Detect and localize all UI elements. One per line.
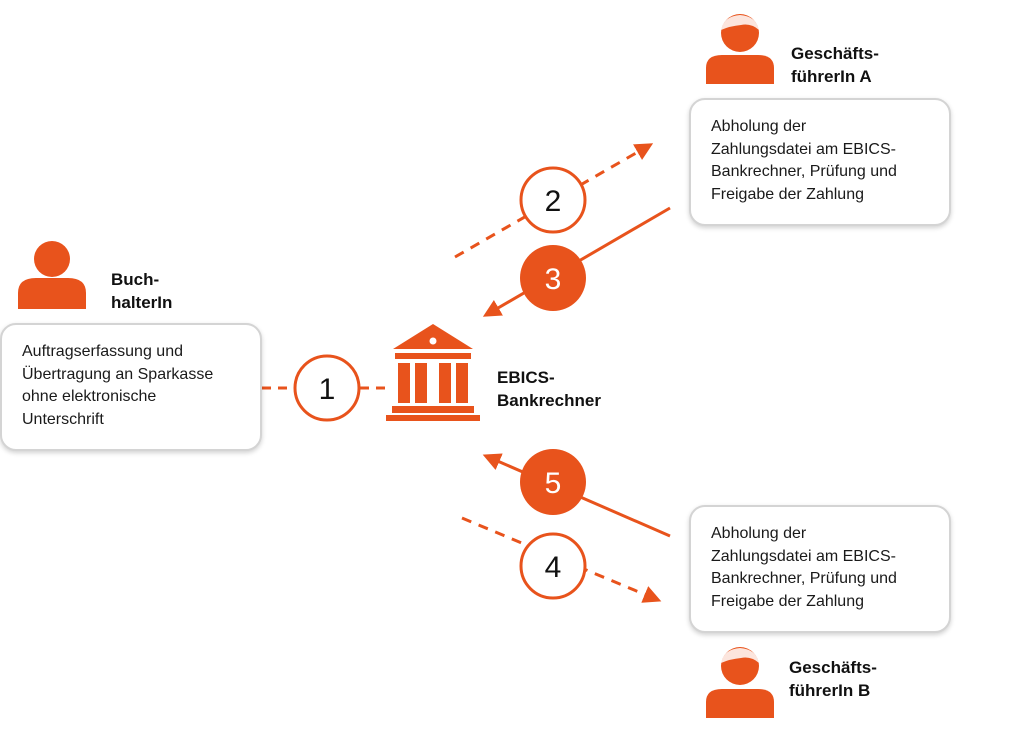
bank-label-line-1: EBICS- bbox=[497, 368, 555, 387]
director-b-description-box: Abholung der Zahlungsdatei am EBICS- Ban… bbox=[689, 505, 951, 633]
director-a-description-box: Abholung der Zahlungsdatei am EBICS- Ban… bbox=[689, 98, 951, 226]
director-b-label-line-1: Geschäfts- bbox=[789, 658, 877, 677]
accountant-description-box: Auftragserfassung und Übertragung an Spa… bbox=[0, 323, 262, 451]
accountant-label: Buch- halterIn bbox=[111, 268, 172, 314]
step-5-number: 5 bbox=[545, 467, 562, 500]
step-5-badge: 5 bbox=[520, 449, 586, 515]
step-1-badge: 1 bbox=[293, 354, 361, 422]
director-b-label-line-2: führerIn B bbox=[789, 681, 871, 700]
director-a-description-line-2: Zahlungsdatei am EBICS- bbox=[711, 140, 896, 158]
step-4-badge: 4 bbox=[519, 532, 587, 600]
bank-label-line-2: Bankrechner bbox=[497, 391, 601, 410]
director-a-description-line-4: Freigabe der Zahlung bbox=[711, 185, 864, 203]
bank-label: EBICS- Bankrechner bbox=[497, 366, 601, 412]
accountant-description-line-2: Übertragung an Sparkasse bbox=[22, 365, 214, 383]
person-icon bbox=[706, 14, 774, 84]
step-3-number: 3 bbox=[545, 263, 562, 296]
director-b-description-line-1: Abholung der bbox=[711, 525, 807, 542]
director-a-description-line-3: Bankrechner, Prüfung und bbox=[711, 163, 897, 180]
person-icon bbox=[706, 647, 774, 718]
step-1-number: 1 bbox=[319, 373, 336, 406]
step-2-number: 2 bbox=[545, 185, 562, 218]
director-b-label: Geschäfts- führerIn B bbox=[789, 656, 877, 702]
accountant-description-line-4: Unterschrift bbox=[22, 410, 104, 428]
step-3-badge: 3 bbox=[520, 245, 586, 311]
accountant-label-line-2: halterIn bbox=[111, 293, 173, 312]
director-a-label-line-2: führerIn A bbox=[791, 67, 872, 86]
step-4-number: 4 bbox=[545, 551, 562, 584]
accountant-description-line-1: Auftragserfassung und bbox=[22, 343, 183, 360]
accountant-label-line-1: Buch- bbox=[111, 270, 160, 289]
step-2-badge: 2 bbox=[519, 166, 587, 234]
director-b-description-line-3: Bankrechner, Prüfung und bbox=[711, 570, 897, 587]
director-a-description-line-1: Abholung der bbox=[711, 118, 807, 135]
director-a-label-line-1: Geschäfts- bbox=[791, 44, 879, 63]
accountant-description-line-3: ohne elektronische bbox=[22, 388, 157, 405]
director-b-description-line-2: Zahlungsdatei am EBICS- bbox=[711, 547, 896, 565]
person-icon bbox=[18, 241, 86, 309]
bank-building-icon bbox=[386, 324, 480, 421]
director-a-label: Geschäfts- führerIn A bbox=[791, 42, 879, 88]
director-b-description-line-4: Freigabe der Zahlung bbox=[711, 592, 864, 610]
